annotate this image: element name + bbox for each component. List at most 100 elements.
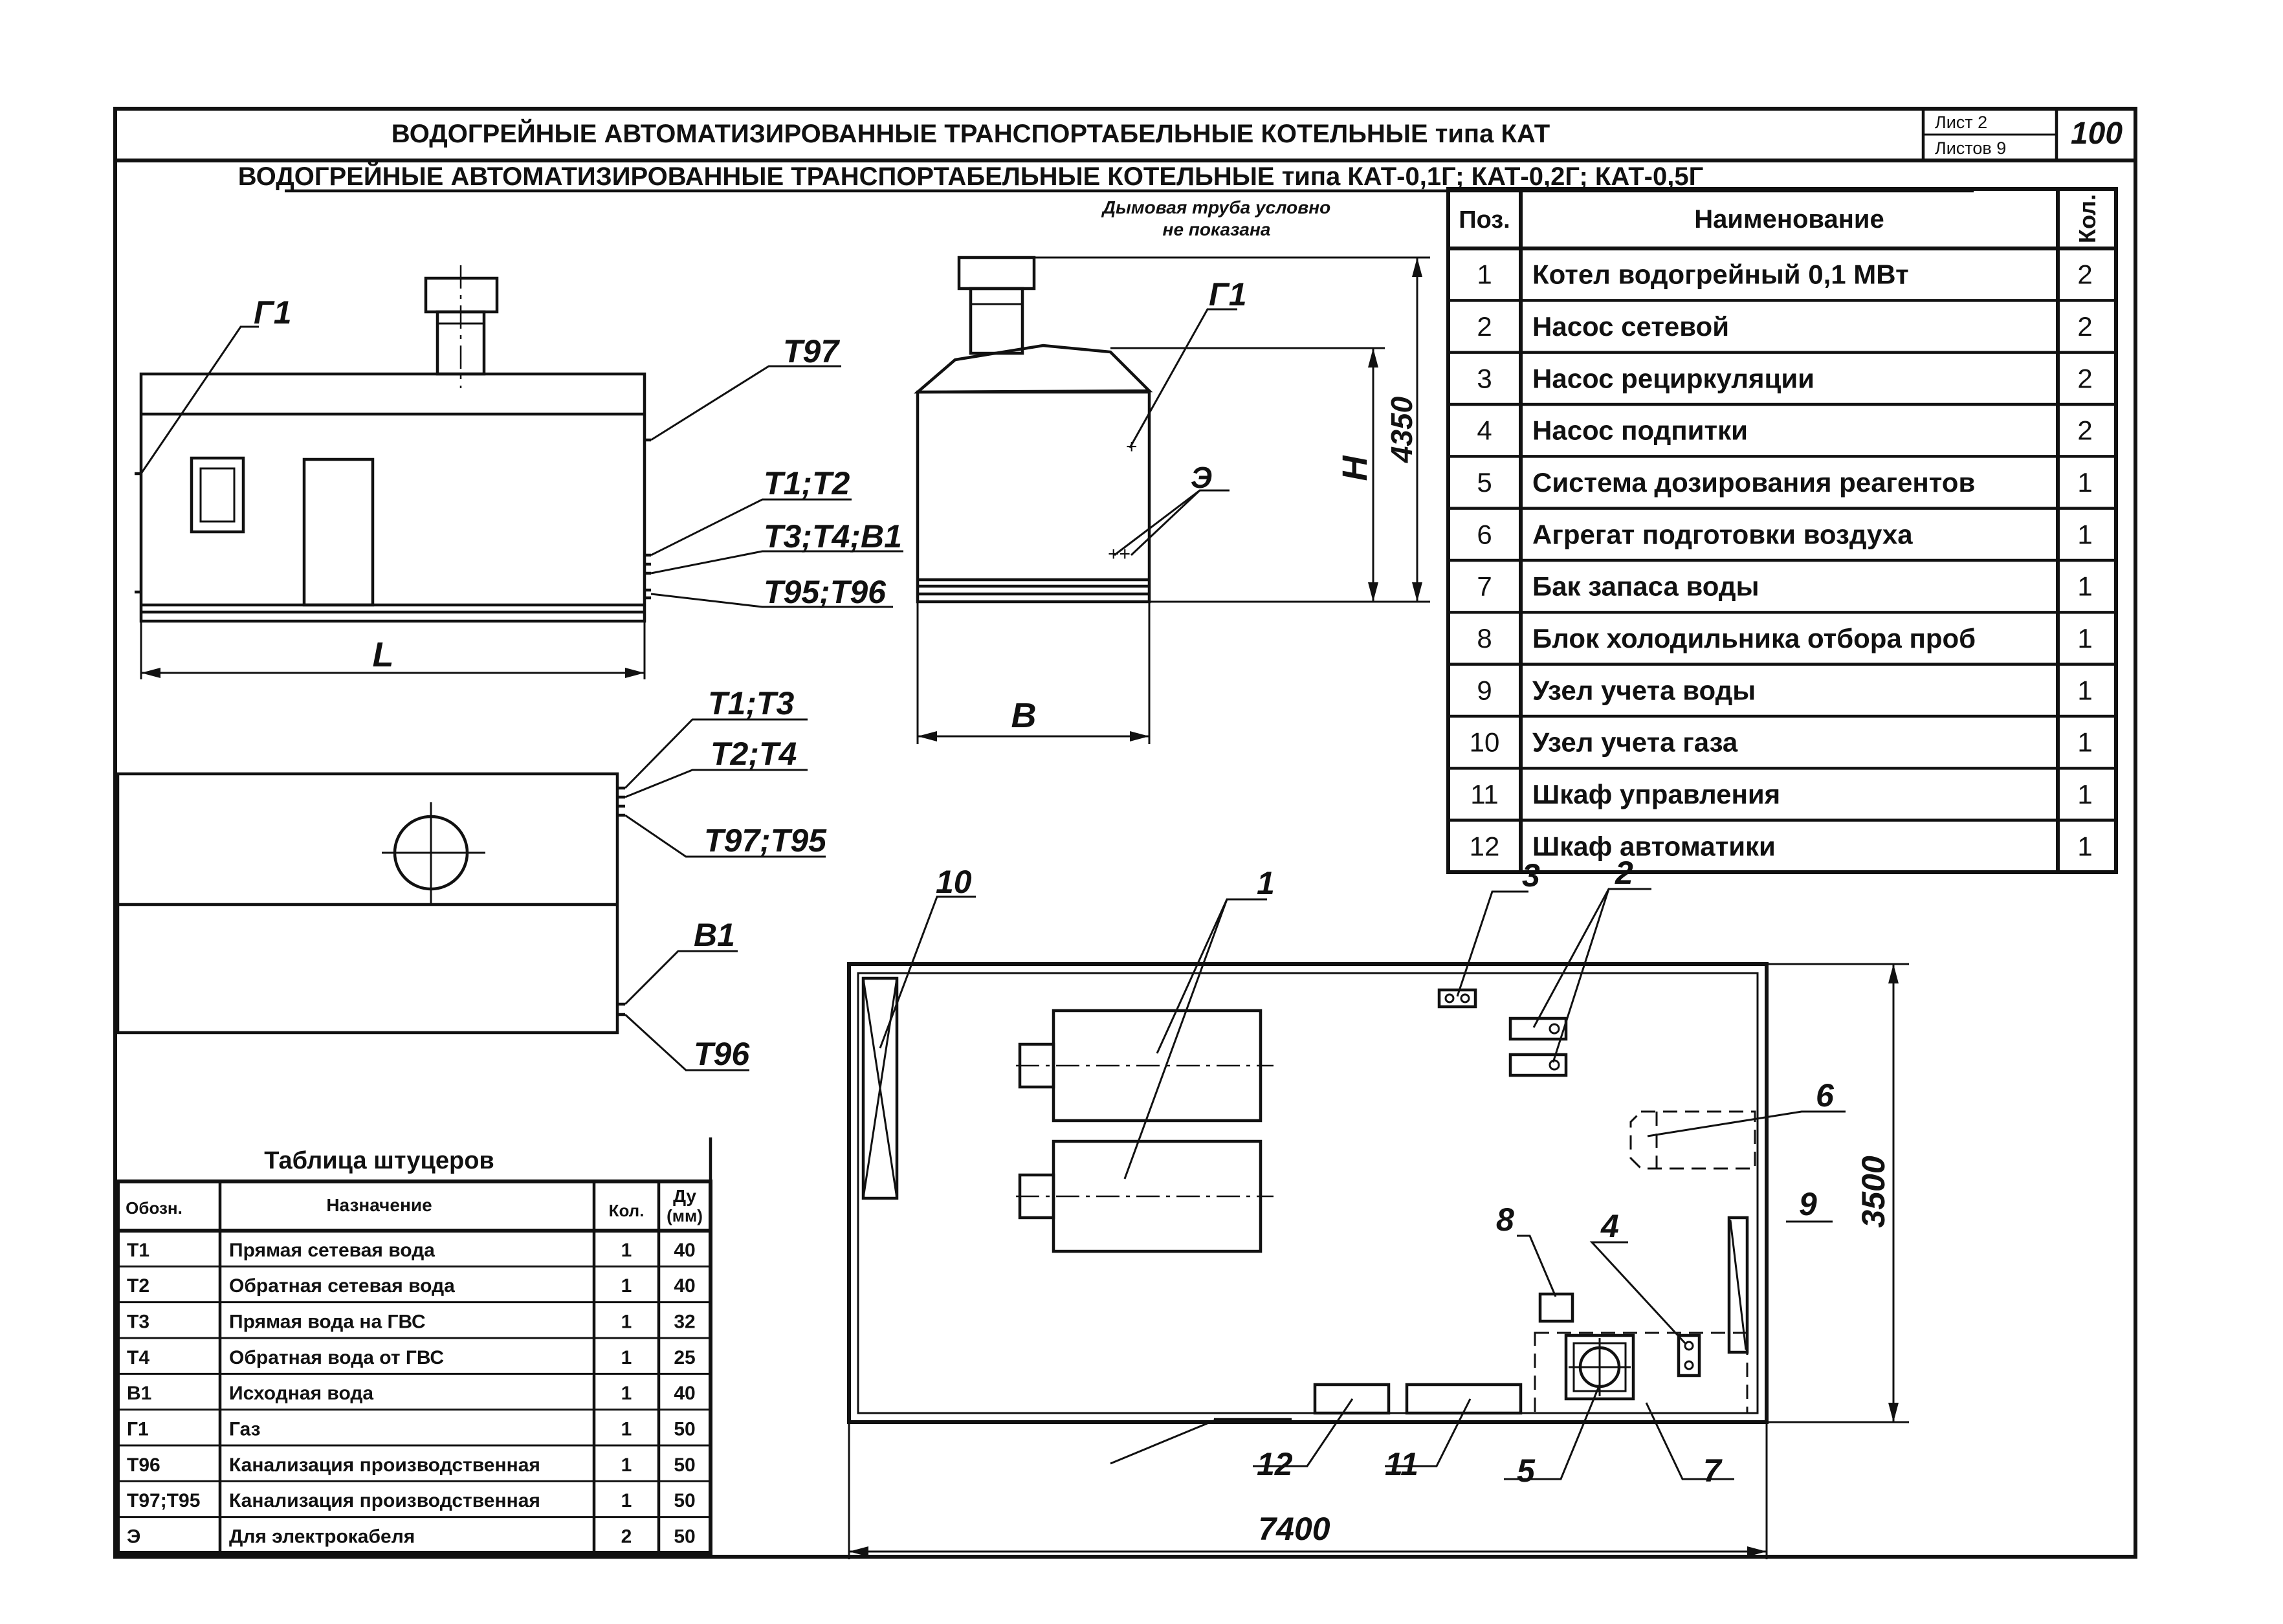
drawing-frame <box>113 107 2137 1559</box>
leader-t1t3 <box>624 718 808 789</box>
nozzle-row-purpose: Газ <box>229 1419 261 1440</box>
nozzle-row-qty: 1 <box>621 1419 632 1440</box>
callout-1: 1 <box>1257 865 1275 901</box>
label-t96: Т96 <box>694 1036 750 1072</box>
front-door <box>302 457 375 607</box>
callout-11: 11 <box>1385 1446 1418 1482</box>
nozzle-row-purpose: Для электрокабеля <box>229 1526 415 1548</box>
nozzle-header-qty: Кол. <box>609 1201 645 1220</box>
nozzle-row-code: Т2 <box>127 1275 149 1297</box>
equipment-row-pos: 4 <box>1477 415 1492 446</box>
network-pump-1-dot <box>1549 1023 1560 1035</box>
nozzle-header-code: Обозн. <box>126 1198 182 1218</box>
leader-t1t2 <box>650 498 852 556</box>
dim-4350-label: 4350 <box>1385 396 1418 463</box>
equipment-row-pos: 1 <box>1477 259 1492 290</box>
water-storage-tank <box>1534 1332 1748 1414</box>
equipment-row-pos: 2 <box>1477 311 1492 342</box>
label-t2t4: Т2;Т4 <box>711 736 797 772</box>
nozzle-row-dn: 50 <box>674 1526 695 1548</box>
recirculation-pump-dot-2 <box>1460 993 1470 1004</box>
leader-c12 <box>1253 1398 1354 1467</box>
nozzle-row-qty: 1 <box>621 1347 632 1368</box>
equipment-row-name: Блок холодильника отбора проб <box>1532 623 1976 653</box>
nozzle-row-dn: 25 <box>674 1347 695 1368</box>
leader-c11 <box>1385 1398 1472 1467</box>
nozzle-row-dn: 40 <box>674 1275 695 1297</box>
leader-c3 <box>1456 890 1528 997</box>
dim-b-label: B <box>1011 696 1037 735</box>
nozzle-table <box>116 1137 712 1555</box>
equipment-row-name: Бак запаса воды <box>1532 571 1759 602</box>
equipment-row-qty: 2 <box>2077 311 2092 342</box>
label-t1t3: Т1;Т3 <box>708 685 795 721</box>
dim-b-arrow-left <box>918 731 937 741</box>
dim-3500-label: 3500 <box>1855 1156 1891 1227</box>
equipment-row-pos: 6 <box>1477 519 1492 549</box>
leader-c8 <box>1517 1234 1557 1297</box>
leader-c2-b <box>1552 888 1610 1063</box>
equipment-row-name: Агрегат подготовки воздуха <box>1532 519 1913 549</box>
equipment-row-qty: 2 <box>2077 415 2092 446</box>
dim-b-arrow-right <box>1130 731 1149 741</box>
nozzle-row-dn: 50 <box>674 1490 695 1511</box>
equipment-row-name: Насос подпитки <box>1532 415 1748 446</box>
equipment-table <box>1446 187 2118 874</box>
label-g1-side: Г1 <box>1209 276 1247 313</box>
equipment-row-name: Насос рециркуляции <box>1532 363 1814 393</box>
dim-h-arrow-top <box>1368 348 1378 368</box>
leader-c4 <box>1589 1241 1686 1344</box>
dim-4350-arrow-top <box>1412 258 1422 277</box>
sheets-label: Листов 9 <box>1935 138 2006 158</box>
nozzle-row-qty: 1 <box>621 1454 632 1476</box>
equipment-header-pos: Поз. <box>1459 206 1510 234</box>
leader-c6 <box>1647 1110 1846 1137</box>
equipment-header-name: Наименование <box>1694 205 1884 234</box>
label-b1: В1 <box>694 917 735 953</box>
equipment-table-border <box>1446 187 2118 874</box>
dim-l-arrow-right <box>625 668 645 678</box>
nozzle-row-qty: 2 <box>621 1526 632 1548</box>
label-t97: Т97 <box>783 333 840 369</box>
chimney-note-line-2: не показана <box>1163 219 1271 239</box>
nozzle-row-dn: 40 <box>674 1240 695 1261</box>
dim-h-label: H <box>1336 455 1374 481</box>
nozzle-row-dn: 50 <box>674 1454 695 1476</box>
makeup-pump-dot-1 <box>1684 1341 1694 1351</box>
nozzle-row-purpose: Прямая вода на ГВС <box>229 1311 426 1333</box>
leader-t97 <box>650 365 841 441</box>
leader-t2t4 <box>624 769 808 798</box>
side-view-roof <box>913 344 1153 394</box>
gas-meter-unit <box>861 976 899 1200</box>
equipment-row-name: Система дозирования реагентов <box>1532 467 1975 498</box>
nozzle-mark-e-side: ++ <box>1108 543 1130 565</box>
nozzle-row-qty: 1 <box>621 1240 632 1261</box>
equipment-row-qty: 1 <box>2077 467 2092 498</box>
plan-door-swing <box>1110 1418 1217 1465</box>
plan-inner-wall <box>857 972 1759 1414</box>
equipment-row-qty: 1 <box>2077 571 2092 602</box>
network-pump-2 <box>1508 1053 1568 1077</box>
sample-cooler-unit <box>1538 1292 1574 1323</box>
sheet-label: Лист 2 <box>1935 113 1987 132</box>
network-pump-2-dot <box>1549 1059 1560 1071</box>
plan-view <box>847 888 1909 1559</box>
side-chimney-top <box>957 256 1036 291</box>
water-meter-diag <box>1729 1220 1747 1350</box>
front-view-body <box>139 372 646 623</box>
equipment-row-pos: 3 <box>1477 363 1492 393</box>
equipment-row-pos: 8 <box>1477 623 1492 653</box>
callout-12: 12 <box>1257 1446 1293 1482</box>
nozzle-row-dn: 50 <box>674 1419 695 1440</box>
equipment-row-pos: 10 <box>1470 727 1500 758</box>
leader-e-b <box>1130 489 1201 556</box>
dim-l-arrow-left <box>141 668 160 678</box>
front-window-inner <box>199 467 236 523</box>
dim-7400-arrow-right <box>1747 1546 1767 1557</box>
leader-c1-b <box>1123 899 1228 1180</box>
equipment-row-pos: 7 <box>1477 571 1492 602</box>
side-chimney-pipe <box>969 287 1024 355</box>
callout-4: 4 <box>1600 1208 1619 1244</box>
